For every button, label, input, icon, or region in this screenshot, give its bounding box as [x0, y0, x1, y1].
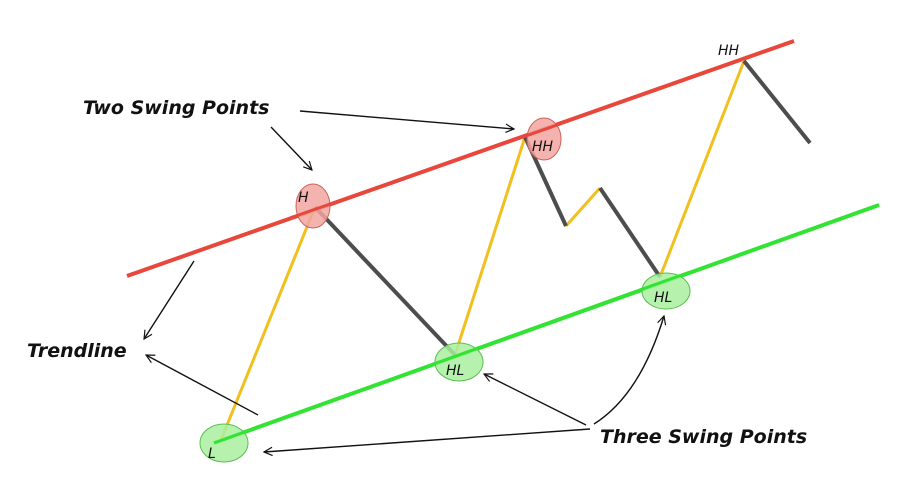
- label-trendline: Trendline: [27, 340, 127, 362]
- arrow-two-swing-to-hh: [299, 110, 514, 129]
- arrow-three-swing-to-hl-1: [484, 373, 587, 426]
- down-leg-3: [598, 186, 662, 279]
- swing-marker-higher-low-1: [434, 342, 484, 382]
- down-leg-4: [742, 59, 812, 145]
- swing-marker-high: [295, 183, 331, 229]
- up-leg-2: [453, 136, 527, 356]
- arrow-two-swing-to-h: [270, 126, 312, 170]
- arrow-three-swing-to-hl-2: [593, 316, 664, 425]
- down-leg-1: [313, 205, 457, 357]
- arrow-three-swing-to-l: [264, 428, 591, 452]
- swing-marker-higher-high: [526, 117, 562, 161]
- swing-marker-higher-low-2: [641, 272, 691, 310]
- up-leg-1: [219, 206, 317, 441]
- arrow-trendline-to-upper: [144, 260, 195, 339]
- swing-marker-low: [199, 423, 249, 463]
- upper-trendline-overlay: [289, 122, 561, 220]
- point-label-hl-1: HL: [446, 363, 464, 379]
- up-leg-3: [564, 186, 602, 228]
- label-three-swing-points: Three Swing Points: [600, 426, 807, 448]
- point-label-l: L: [208, 446, 216, 462]
- point-label-h: H: [298, 190, 309, 206]
- lower-trendline-overlay: [213, 270, 691, 445]
- point-label-hl-2: HL: [654, 290, 672, 306]
- point-label-hh-1: HH: [532, 139, 554, 155]
- label-two-swing-points: Two Swing Points: [83, 97, 269, 119]
- up-leg-4: [658, 60, 746, 278]
- point-label-hh-2: HH: [718, 43, 740, 59]
- arrow-trendline-to-lower: [146, 354, 259, 416]
